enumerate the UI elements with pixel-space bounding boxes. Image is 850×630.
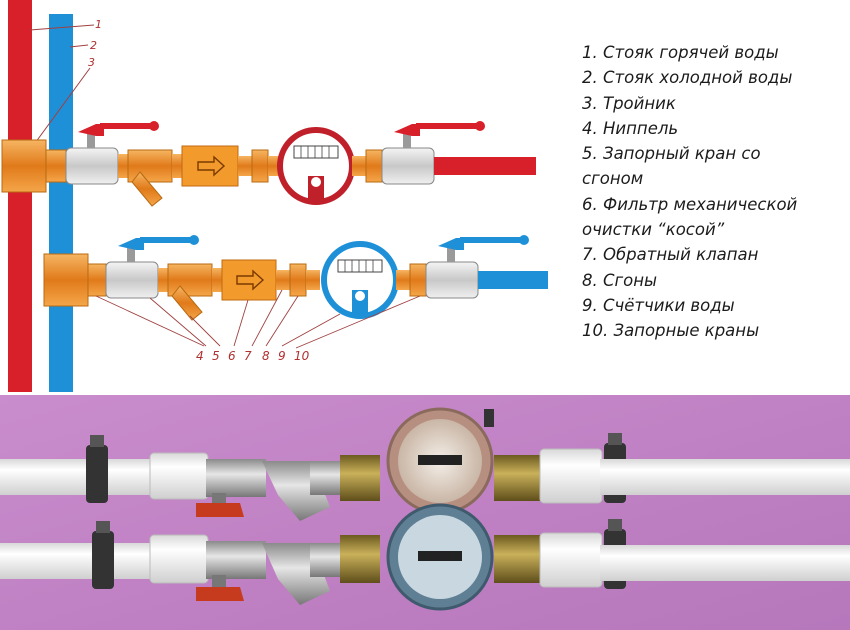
water-meter-icon bbox=[321, 241, 399, 319]
flow-arrow-icon bbox=[236, 269, 265, 291]
installation-photo bbox=[0, 395, 850, 630]
hot-riser bbox=[8, 0, 32, 392]
pp-pipe bbox=[0, 459, 160, 495]
pipe-clip bbox=[86, 445, 108, 503]
lever-handle-icon bbox=[196, 493, 244, 517]
callout-2: 2 bbox=[90, 39, 97, 52]
legend: 1. Стояк горячей воды 2. Стояк холодной … bbox=[582, 40, 844, 344]
cold-outlet-pipe bbox=[478, 271, 548, 289]
legend-item: 7. Обратный клапан bbox=[582, 245, 759, 265]
lever-handle-icon bbox=[78, 121, 159, 136]
legend-item: 10. Запорные краны bbox=[582, 321, 760, 341]
callout-9: 9 bbox=[278, 349, 286, 363]
valve-body-hot-1 bbox=[65, 147, 119, 185]
legend-item: 9. Счётчики воды bbox=[582, 295, 735, 315]
hot-line-assembly bbox=[1, 121, 536, 207]
callout-8: 8 bbox=[262, 349, 270, 363]
callout-1: 1 bbox=[95, 18, 102, 31]
water-meter-icon bbox=[277, 127, 355, 205]
cold-line-assembly bbox=[43, 235, 548, 321]
flow-arrow-icon bbox=[197, 155, 226, 177]
photo-lower-line bbox=[0, 503, 850, 611]
leader-3 bbox=[29, 67, 91, 151]
pp-pipe bbox=[600, 545, 850, 581]
pipe-clip bbox=[92, 531, 114, 589]
piping-diagram: 1 2 3 bbox=[1, 0, 548, 392]
lever-handle-icon bbox=[118, 235, 199, 250]
tee-hot bbox=[1, 139, 47, 193]
leader-1 bbox=[29, 24, 95, 31]
legend-item: сгоном bbox=[582, 169, 644, 189]
legend-item: 5. Запорный кран со bbox=[582, 144, 761, 164]
hot-outlet-pipe bbox=[434, 157, 536, 175]
lever-handle-icon bbox=[196, 575, 244, 601]
bottom-leaders bbox=[95, 289, 421, 349]
pp-pipe bbox=[0, 543, 160, 579]
valve-body-cold-1 bbox=[105, 261, 159, 299]
photo-upper-line bbox=[0, 407, 850, 521]
lever-handle-icon bbox=[394, 121, 485, 136]
cold-riser bbox=[49, 14, 73, 392]
legend-item: 3. Тройник bbox=[582, 93, 676, 113]
legend-item: 4. Ниппель bbox=[582, 118, 679, 138]
tee-cold bbox=[43, 253, 89, 307]
legend-item: 6. Фильтр механической bbox=[582, 194, 798, 214]
valve-body-cold-2 bbox=[425, 261, 479, 299]
check-valve-cold bbox=[221, 259, 277, 301]
callout-6: 6 bbox=[228, 349, 236, 363]
legend-item: 1. Стояк горячей воды bbox=[582, 43, 779, 62]
pp-pipe bbox=[600, 459, 850, 495]
callout-5: 5 bbox=[212, 349, 220, 363]
check-valve-hot bbox=[181, 145, 239, 187]
valve-body-hot-2 bbox=[381, 147, 435, 185]
lever-handle-icon bbox=[438, 235, 529, 250]
legend-item: 2. Стояк холодной воды bbox=[582, 68, 793, 88]
callout-4: 4 bbox=[196, 349, 204, 363]
legend-item: 8. Сгоны bbox=[582, 270, 658, 290]
strainer-hot bbox=[127, 149, 173, 207]
leader-2 bbox=[69, 44, 89, 48]
callout-7: 7 bbox=[244, 349, 252, 363]
strainer-cold bbox=[167, 263, 213, 321]
legend-item: очистки “косой” bbox=[582, 220, 725, 240]
callout-3: 3 bbox=[88, 56, 95, 69]
callout-10: 10 bbox=[294, 349, 310, 363]
